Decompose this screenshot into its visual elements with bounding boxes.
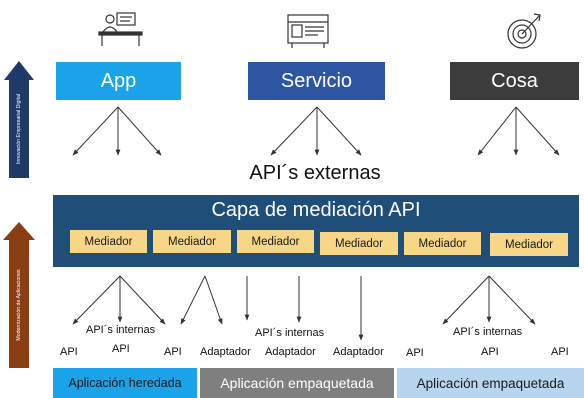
api-label: API xyxy=(112,343,130,355)
legacy-app-label: Aplicación heredada xyxy=(68,376,182,390)
cosa-box-label: Cosa xyxy=(491,69,538,92)
app-box-label: App xyxy=(100,69,137,92)
mediator-box: Mediador xyxy=(70,230,147,253)
servicio-arrow-left xyxy=(270,106,318,156)
servicio-box-label: Servicio xyxy=(280,69,353,92)
internal-apis-label: API´s internas xyxy=(255,327,325,339)
adapter-label: Adaptador xyxy=(333,346,384,358)
api-label: API xyxy=(60,346,78,358)
innovation-arrow xyxy=(4,61,34,178)
mediator-box: Mediador xyxy=(320,232,398,255)
packaged-app-box-2: Aplicación empaquetada xyxy=(397,368,584,398)
api-label: API xyxy=(481,346,499,358)
legacy-app-box: Aplicación heredada xyxy=(53,368,197,398)
adapter-label: Adaptador xyxy=(200,346,251,358)
adapter-arrow-b xyxy=(204,275,223,325)
packaged2-arrow-right xyxy=(488,275,536,325)
person-at-desk-icon xyxy=(98,12,143,46)
packaged-app-label: Aplicación empaquetada xyxy=(220,375,374,391)
app-box: App xyxy=(56,62,181,100)
server-rack-icon xyxy=(287,14,329,48)
adapter-arrow-a xyxy=(180,275,206,325)
mediator-box: Mediador xyxy=(237,230,314,253)
servicio-box: Servicio xyxy=(248,62,385,100)
mediation-layer-title: Capa de mediación API xyxy=(211,199,421,221)
target-icon xyxy=(507,13,541,49)
servicio-arrow-right xyxy=(316,106,362,156)
packaged2-arrow-left xyxy=(442,275,490,325)
internal-apis-label: API´s internas xyxy=(453,326,523,338)
app-arrow-right xyxy=(117,106,162,156)
cosa-arrow-right xyxy=(515,106,560,156)
packaged-app-label-2: Aplicación empaquetada xyxy=(416,375,565,391)
legacy-arrow-left xyxy=(72,275,121,325)
mediator-box: Mediador xyxy=(404,232,481,255)
legacy-arrow-right xyxy=(119,275,166,325)
app-arrow-left xyxy=(72,106,119,156)
api-label: API xyxy=(406,347,424,359)
adapter-label: Adaptador xyxy=(265,346,316,358)
api-label: API xyxy=(164,346,182,358)
mediator-box: Mediador xyxy=(490,233,568,256)
cosa-arrow-left xyxy=(477,106,517,156)
external-apis-label: API´s externas xyxy=(249,162,381,184)
packaged-app-box: Aplicación empaquetada xyxy=(200,368,394,398)
mediator-box: Mediador xyxy=(153,230,231,253)
cosa-box: Cosa xyxy=(450,62,579,100)
api-label: API xyxy=(551,346,569,358)
modernization-arrow xyxy=(3,222,35,368)
internal-apis-label: API´s internas xyxy=(86,324,156,336)
